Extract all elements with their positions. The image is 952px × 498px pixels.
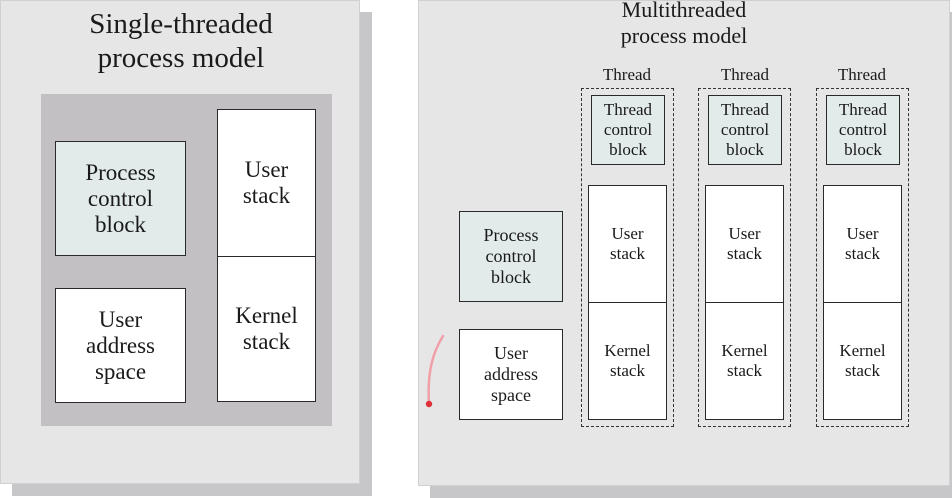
- pointer-stroke-icon: [425, 334, 445, 408]
- thread-2-kernel-stack: Kernel stack: [705, 302, 784, 420]
- multi-process-control-block: Process control block: [459, 211, 563, 302]
- thread-2-control-block: Thread control block: [708, 95, 782, 165]
- single-user-stack: User stack: [217, 109, 316, 257]
- thread-1-user-stack: User stack: [588, 185, 667, 303]
- multi-title-line2: process model: [620, 22, 748, 48]
- single-process-control-block: Process control block: [55, 141, 186, 256]
- thread-3-boundary: [816, 88, 909, 427]
- thread-2-boundary: [698, 88, 791, 427]
- multithreaded-title: Multithreaded process model: [569, 0, 799, 49]
- multithreaded-panel: Multithreaded process model Process cont…: [418, 0, 950, 486]
- thread-3-user-stack: User stack: [823, 185, 902, 303]
- thread-2-user-stack: User stack: [705, 185, 784, 303]
- thread-1-boundary: [581, 88, 674, 427]
- thread-3-kernel-stack: Kernel stack: [823, 302, 902, 420]
- multi-title-line1: Multithreaded: [621, 0, 747, 22]
- thread-label-3: Thread: [837, 65, 887, 84]
- single-kernel-stack: Kernel stack: [217, 256, 316, 402]
- thread-1-control-block: Thread control block: [591, 95, 665, 165]
- single-title-line1: Single-threaded: [89, 8, 273, 40]
- thread-3-control-block: Thread control block: [826, 95, 900, 165]
- single-title-line2: process model: [97, 42, 265, 75]
- multi-user-address-space: User address space: [459, 329, 563, 420]
- thread-1-kernel-stack: Kernel stack: [588, 302, 667, 420]
- single-threaded-title: Single-threaded process model: [1, 7, 361, 75]
- thread-label-1: Thread: [602, 65, 652, 84]
- thread-label-2: Thread: [720, 65, 770, 84]
- single-threaded-panel: Single-threaded process model Process co…: [0, 0, 360, 484]
- single-user-address-space: User address space: [55, 288, 186, 403]
